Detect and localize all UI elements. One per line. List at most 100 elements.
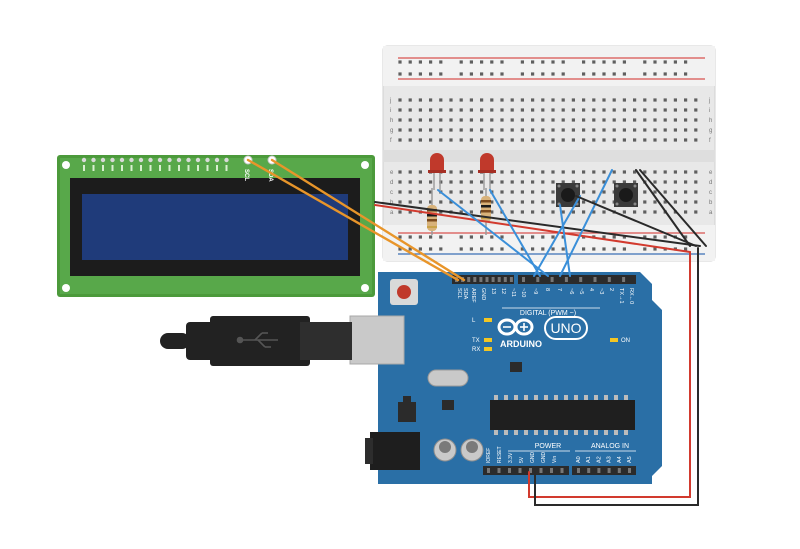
wire-black-rail <box>639 169 707 247</box>
row-letter: f <box>709 138 711 144</box>
lcd-mount-hole <box>361 161 369 169</box>
power-pin-label: RESET <box>497 446 503 463</box>
wire-red-5v <box>374 204 691 253</box>
wire-orange-scl <box>246 158 460 282</box>
digital-pin-label: ~6 <box>568 288 574 294</box>
analog-pin-label: A3 <box>607 456 613 463</box>
digital-pin-label: 7 <box>556 288 562 291</box>
analog-pin-label: A2 <box>596 456 602 463</box>
digital-header-1 <box>452 275 514 284</box>
digital-pin-label: ~9 <box>532 288 538 294</box>
lcd-scl-label: SCL <box>243 169 249 181</box>
power-jack <box>370 432 420 470</box>
row-letter: a <box>709 210 713 216</box>
red-led-1[interactable] <box>428 153 446 190</box>
analog-pin-label: A0 <box>576 456 582 463</box>
digital-pin-label: 2 <box>608 288 614 291</box>
power-pin-label: 5V <box>519 456 525 463</box>
digital-pin-label: ~10 <box>520 288 526 297</box>
power-pin-label: GND <box>530 452 536 464</box>
arduino-logo-icon <box>497 318 534 336</box>
led-rx <box>484 347 492 351</box>
atmega-chip <box>490 400 635 430</box>
digital-pin-label: 13 <box>490 288 496 294</box>
led-l-label: L <box>472 318 476 324</box>
row-letter: b <box>709 200 713 206</box>
led-on <box>610 338 618 342</box>
wire-black-power <box>534 247 699 506</box>
row-letter: g <box>390 128 393 134</box>
wire-black-btn1 <box>575 195 697 247</box>
digital-label: DIGITAL (PWM ~) <box>520 310 576 317</box>
on-label: ON <box>621 338 630 344</box>
row-letter: d <box>709 180 712 186</box>
wire-blue-led2 <box>489 189 541 277</box>
led-tx-label: TX <box>472 338 480 344</box>
lcd-sda-label: SDA <box>267 169 273 182</box>
wire-blue-btn1b <box>533 195 581 277</box>
analog-pin-label: A4 <box>617 456 623 463</box>
power-label: POWER <box>535 443 561 450</box>
led-l <box>484 318 492 322</box>
wire-orange-sda <box>270 158 466 282</box>
voltage-regulator <box>398 402 416 422</box>
digital-pin-label: 4 <box>588 288 594 291</box>
digital-pin-label: ~3 <box>598 288 604 294</box>
power-pin-label: 3.3V <box>508 452 514 463</box>
smd-chip <box>442 400 454 410</box>
row-letter: c <box>709 190 712 196</box>
lcd-mount-hole <box>62 284 70 292</box>
row-letter: b <box>390 200 394 206</box>
digital-pin-label: 8 <box>544 288 550 291</box>
wires[interactable] <box>246 158 707 506</box>
row-letter: h <box>390 118 393 124</box>
usb-port <box>349 315 405 365</box>
power-pin-label: IOREF <box>486 448 492 463</box>
row-letter: j <box>389 98 391 104</box>
lcd-mount-hole <box>361 284 369 292</box>
row-letter: c <box>390 190 393 196</box>
power-pin-label: GND <box>541 452 547 464</box>
reset-button-cap[interactable] <box>397 285 411 299</box>
digital-pin-label: ~5 <box>578 288 584 294</box>
digital-pin-label: SDA <box>462 288 468 300</box>
lcd-module[interactable]: SCL SDA <box>57 155 375 297</box>
wire-blue-btn2 <box>559 169 613 277</box>
lcd-mount-hole <box>62 161 70 169</box>
row-letter: e <box>390 170 394 176</box>
crystal-oscillator <box>427 369 469 387</box>
digital-pin-label: ~11 <box>510 288 516 297</box>
lcd-header-pins <box>81 157 229 171</box>
row-letter: g <box>709 128 712 134</box>
analog-header <box>572 466 636 475</box>
digital-pin-label: RX←0 <box>628 288 634 304</box>
led-tx <box>484 338 492 342</box>
digital-pin-label: 12 <box>500 288 506 294</box>
digital-header-2 <box>518 275 636 284</box>
led-rx-label: RX <box>472 347 480 353</box>
wire-blue-led1 <box>437 189 549 277</box>
usb-logo-icon <box>236 332 278 348</box>
analog-label: ANALOG IN <box>591 443 629 450</box>
analog-pin-label: A1 <box>586 456 592 463</box>
wire-black-btn2 <box>635 169 691 247</box>
digital-pin-label: TX→1 <box>618 288 624 304</box>
resistor-1[interactable] <box>427 188 437 235</box>
row-letter: d <box>390 180 393 186</box>
row-letter: h <box>709 118 712 124</box>
digital-pin-label: AREF <box>470 288 476 303</box>
row-letter: f <box>390 138 392 144</box>
row-letter: j <box>708 98 710 104</box>
digital-pin-label: SCL <box>456 288 462 299</box>
push-button-2[interactable] <box>614 183 638 207</box>
red-led-2[interactable] <box>478 153 496 190</box>
row-letter: a <box>390 210 394 216</box>
power-header <box>483 466 569 475</box>
